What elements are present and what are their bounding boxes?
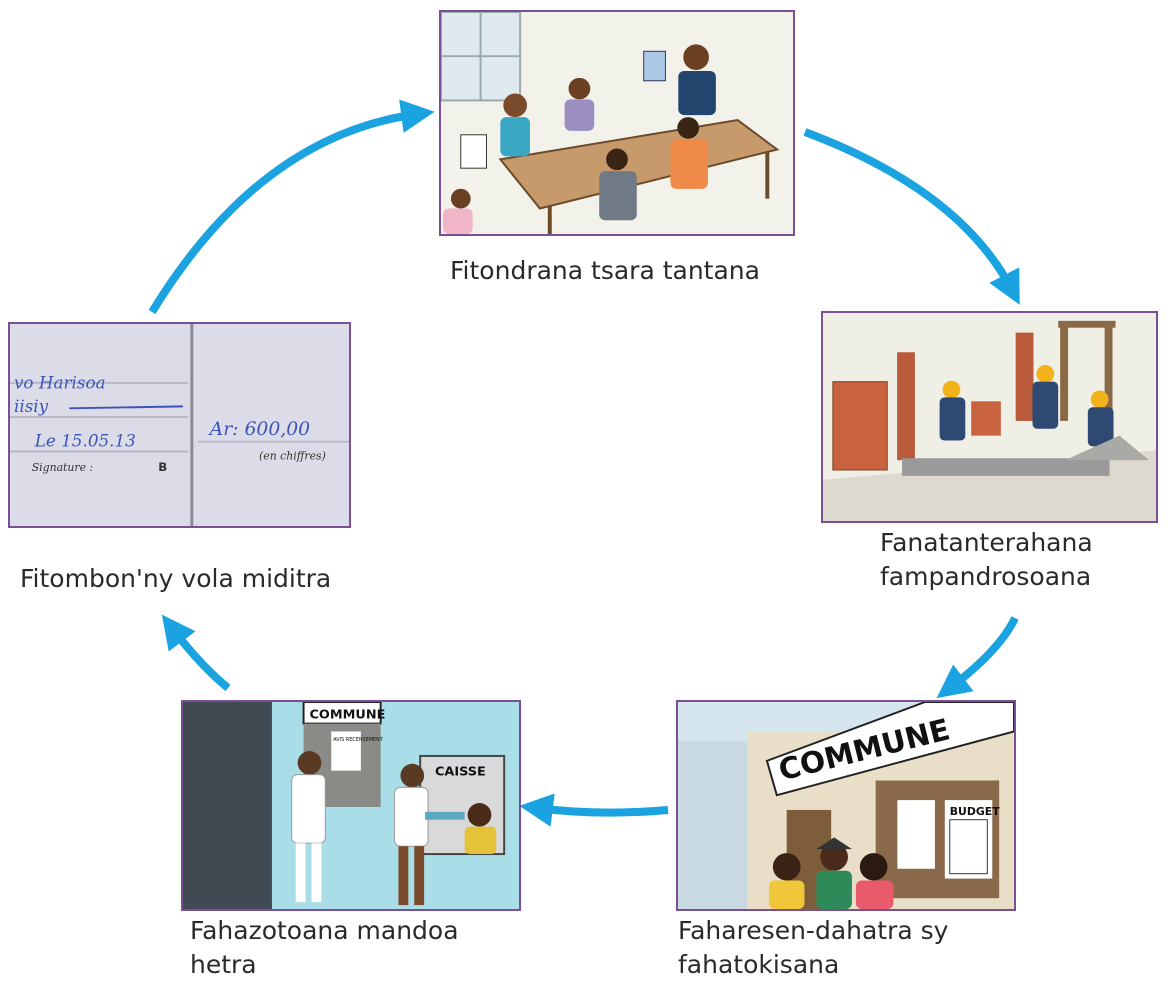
caption-construction: Fanatanterahana fampandrosoana xyxy=(880,528,1093,591)
receipt-amount-note: (en chiffres) xyxy=(259,449,326,462)
receipt-amount: Ar: 600,00 xyxy=(208,419,311,440)
commune-notice-illustration: COMMUNE BUDGET xyxy=(676,700,1016,911)
commune-small-sign: COMMUNE xyxy=(309,708,385,723)
meeting-illustration xyxy=(439,10,795,236)
receipt-photo: vo Harisoa iisiy Le 15.05.13 Signature :… xyxy=(8,322,351,528)
receipt-date: Le 15.05.13 xyxy=(34,431,136,451)
tax-office-illustration: COMMUNE AVIS RECENSEMENT CAISSE xyxy=(181,700,521,911)
arrow-tax-to-receipt xyxy=(161,614,231,692)
caisse-sign: CAISSE xyxy=(435,765,486,780)
arrow-receipt-to-meeting xyxy=(148,99,435,315)
arrow-meeting-to-construction xyxy=(803,128,1020,305)
budget-sign: BUDGET xyxy=(950,805,1001,818)
receipt-name-line2: iisiy xyxy=(14,396,49,416)
construction-illustration xyxy=(821,311,1158,523)
receipt-signature-label: Signature : xyxy=(32,461,93,474)
arrow-construction-to-commune xyxy=(936,616,1019,699)
caption-receipt: Fitombon'ny vola miditra xyxy=(20,564,332,593)
arrow-commune-to-tax xyxy=(519,793,669,827)
caption-commune-notice: Faharesen-dahatra sy fahatokisana xyxy=(678,916,949,979)
receipt-signature-mark: B xyxy=(158,460,167,474)
caption-meeting: Fitondrana tsara tantana xyxy=(450,256,760,285)
notice-sign: AVIS RECENSEMENT xyxy=(333,737,384,743)
caption-tax-office: Fahazotoana mandoa hetra xyxy=(190,916,459,979)
receipt-name-line1: vo Harisoa xyxy=(14,373,106,393)
